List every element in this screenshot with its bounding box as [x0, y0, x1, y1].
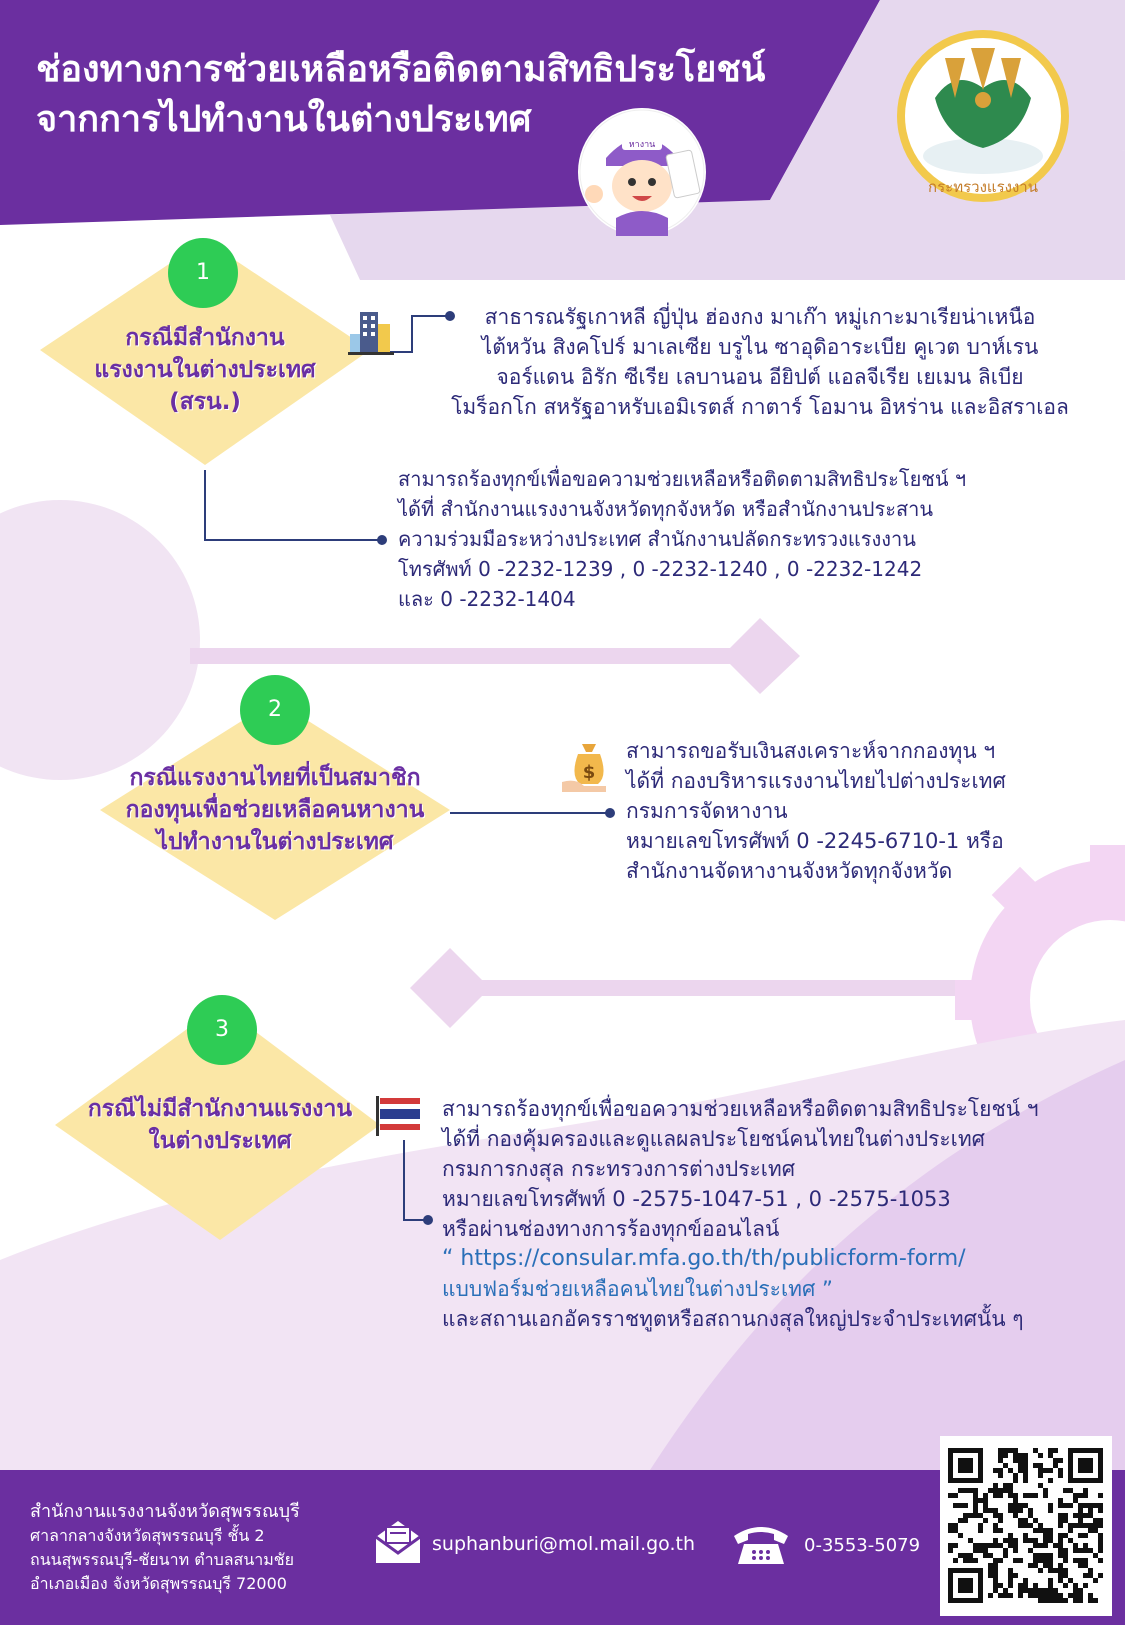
countries-line: โมร็อกโก สหรัฐอาหรับเอมิเรตส์ กาตาร์ โอม…	[451, 395, 1069, 419]
contact-line: สำนักงานจัดหางานจังหวัดทุกจังหวัด	[626, 859, 953, 883]
contact-line: โทรศัพท์ 0 -2232-1239 , 0 -2232-1240 , 0…	[398, 557, 923, 581]
countries-line: จอร์แดน อิรัก ซีเรีย เลบานอน อียิปต์ แอล…	[496, 365, 1024, 389]
case-2-label-line: ไปทำงานในต่างประเทศ	[156, 829, 394, 855]
countries-line: ไต้หวัน สิงคโปร์ มาเลเซีย บรูไน ซาอุดิอา…	[481, 335, 1039, 359]
case-2-label-line: กองทุนเพื่อช่วยเหลือคนหางาน	[125, 797, 425, 823]
contact-line: ได้ที่ กองคุ้มครองและดูแลผลประโยชน์คนไทย…	[442, 1127, 986, 1151]
case-3-contact: สามารถร้องทุกข์เพื่อขอความช่วยเหลือหรือต…	[442, 1094, 1039, 1334]
case-3-number-badge: 3	[187, 995, 257, 1065]
money-bag-icon: $	[562, 738, 616, 794]
case-2-number-badge: 2	[240, 675, 310, 745]
page-title-line-2: จากการไปทำงานในต่างประเทศ	[36, 99, 532, 140]
online-form-link-title[interactable]: แบบฟอร์มช่วยเหลือคนไทยในต่างประเทศ ”	[442, 1277, 833, 1301]
contact-line: และ 0 -2232-1404	[398, 587, 576, 611]
footer-email[interactable]: suphanburi@mol.mail.go.th	[432, 1533, 696, 1555]
case-1-label-line: กรณีมีสำนักงาน	[125, 325, 285, 351]
office-name: สำนักงานแรงงานจังหวัดสุพรรณบุรี	[30, 1501, 300, 1522]
contact-line: ความร่วมมือระหว่างประเทศ สำนักงานปลัดกระ…	[398, 527, 916, 551]
countries-line: สาธารณรัฐเกาหลี ญี่ปุ่น ฮ่องกง มาเก๊า หม…	[484, 305, 1036, 329]
case-3-label-line: ในต่างประเทศ	[148, 1128, 292, 1154]
building-icon	[348, 308, 394, 356]
footer-address: สำนักงานแรงงานจังหวัดสุพรรณบุรี ศาลากลาง…	[30, 1500, 300, 1596]
case-2-label: กรณีแรงงานไทยที่เป็นสมาชิก กองทุนเพื่อช่…	[90, 762, 460, 858]
qr-code-icon[interactable]	[940, 1436, 1112, 1616]
contact-line: ได้ที่ สำนักงานแรงงานจังหวัดทุกจังหวัด ห…	[398, 497, 934, 521]
case-1-label-line: แรงงานในต่างประเทศ	[94, 357, 316, 383]
address-line: ศาลากลางจังหวัดสุพรรณบุรี ชั้น 2	[30, 1526, 265, 1545]
mail-icon	[372, 1515, 424, 1567]
thai-flag-icon	[376, 1096, 424, 1136]
ministry-seal-icon: กระทรวงแรงงาน	[895, 28, 1071, 204]
telephone-icon	[732, 1522, 790, 1566]
contact-line: สามารถร้องทุกข์เพื่อขอความช่วยเหลือหรือต…	[398, 467, 967, 491]
case-1-countries: สาธารณรัฐเกาหลี ญี่ปุ่น ฮ่องกง มาเก๊า หม…	[430, 302, 1090, 422]
embassy-line: และสถานเอกอัครราชทูตหรือสถานกงสุลใหญ่ประ…	[442, 1307, 1024, 1331]
online-form-link[interactable]: “ https://consular.mfa.go.th/th/publicfo…	[442, 1246, 966, 1271]
case-3-label-line: กรณีไม่มีสำนักงานแรงงาน	[87, 1096, 353, 1122]
case-1-number-badge: 1	[168, 238, 238, 308]
case-1-contact: สามารถร้องทุกข์เพื่อขอความช่วยเหลือหรือต…	[398, 464, 966, 614]
footer-phone[interactable]: 0-3553-5079	[804, 1535, 921, 1556]
svg-text:$: $	[583, 762, 596, 783]
contact-line: กรมการจัดหางาน	[626, 799, 788, 823]
case-1-label-line: (สรน.)	[169, 389, 241, 415]
contact-line: หมายเลขโทรศัพท์ 0 -2245-6710-1 หรือ	[626, 829, 1004, 853]
mascot-icon: หางาน	[578, 108, 706, 236]
address-line: ถนนสุพรรณบุรี-ชัยนาท ตำบลสนามชัย	[30, 1550, 295, 1569]
svg-text:หางาน: หางาน	[629, 140, 656, 150]
case-2-label-line: กรณีแรงงานไทยที่เป็นสมาชิก	[129, 765, 421, 791]
address-line: อำเภอเมือง จังหวัดสุพรรณบุรี 72000	[30, 1574, 287, 1593]
case-3-label: กรณีไม่มีสำนักงานแรงงาน ในต่างประเทศ	[60, 1093, 380, 1157]
case-1-label: กรณีมีสำนักงาน แรงงานในต่างประเทศ (สรน.)	[60, 322, 350, 418]
contact-line: ได้ที่ กองบริหารแรงงานไทยไปต่างประเทศ	[626, 769, 1006, 793]
contact-line: กรมการกงสุล กระทรวงการต่างประเทศ	[442, 1157, 796, 1181]
svg-text:กระทรวงแรงงาน: กระทรวงแรงงาน	[928, 178, 1038, 196]
case-2-contact: สามารถขอรับเงินสงเคราะห์จากกองทุน ฯ ได้ท…	[626, 736, 1006, 886]
page-title-line-1: ช่องทางการช่วยเหลือหรือติดตามสิทธิประโยช…	[36, 49, 766, 90]
contact-line: หรือผ่านช่องทางการร้องทุกข์ออนไลน์	[442, 1217, 780, 1241]
contact-line: สามารถร้องทุกข์เพื่อขอความช่วยเหลือหรือต…	[442, 1097, 1039, 1121]
contact-line: สามารถขอรับเงินสงเคราะห์จากกองทุน ฯ	[626, 739, 996, 763]
contact-line: หมายเลขโทรศัพท์ 0 -2575-1047-51 , 0 -257…	[442, 1187, 951, 1211]
